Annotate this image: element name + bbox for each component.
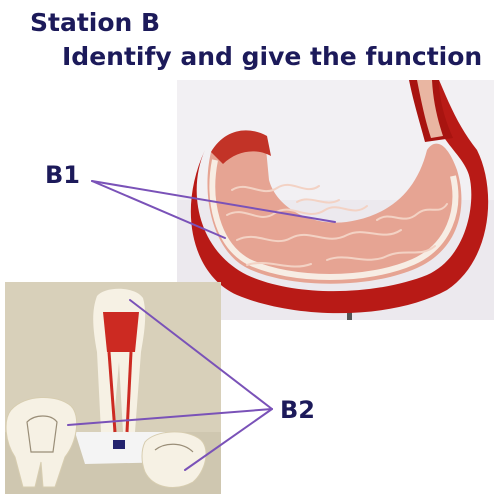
stomach-model-image (177, 80, 494, 320)
pointer-b1-to-rim (91, 180, 226, 239)
pointer-b2-to-crown (129, 299, 273, 410)
pointer-b2-to-molar (67, 408, 273, 426)
tooth-model-image (5, 282, 221, 494)
title-instruction: Identify and give the function (62, 42, 483, 71)
pointer-b2-to-section (184, 408, 273, 471)
title-station: Station B (30, 8, 161, 37)
label-b1: B1 (45, 161, 80, 189)
stomach-illustration (177, 80, 494, 320)
pointer-b1-to-lining (91, 180, 336, 223)
tooth-illustration (5, 282, 221, 494)
label-b2: B2 (280, 396, 315, 424)
